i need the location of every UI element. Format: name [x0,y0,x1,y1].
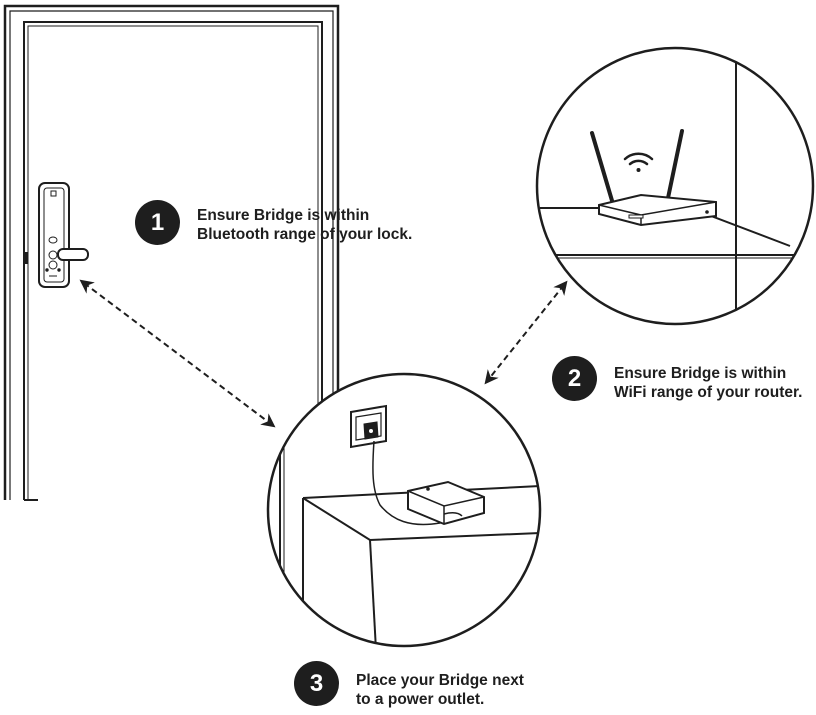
step-1-text: Ensure Bridge is within Bluetooth range … [197,206,412,244]
step-3: 3 Place your Bridge next to a power outl… [294,661,524,709]
step-1: 1 Ensure Bridge is within Bluetooth rang… [135,200,412,245]
bridge-device [407,480,485,526]
step-2-number: 2 [552,356,597,401]
wifi-router [590,129,717,227]
step-2-text: Ensure Bridge is within WiFi range of yo… [614,364,802,402]
smart-lock [25,182,89,288]
step-2-line-2: WiFi range of your router. [614,384,803,401]
step-1-line-2: Bluetooth range of your lock. [197,226,413,243]
router-scene [535,46,815,326]
step-3-line-2: to a power outlet. [356,691,485,708]
step-3-number: 3 [294,661,339,706]
power-outlet [350,404,387,449]
step-3-text: Place your Bridge next to a power outlet… [356,671,524,709]
step-3-line-1: Place your Bridge next [356,672,524,689]
bluetooth-range-arrow [79,279,276,428]
step-1-line-1: Ensure Bridge is within [197,207,370,224]
step-1-number: 1 [135,200,180,245]
step-2: 2 Ensure Bridge is within WiFi range of … [552,356,802,402]
wifi-range-arrow [484,280,568,385]
wifi-signal-icon [623,152,654,172]
step-2-line-1: Ensure Bridge is within [614,365,787,382]
bridge-scene [266,372,542,648]
